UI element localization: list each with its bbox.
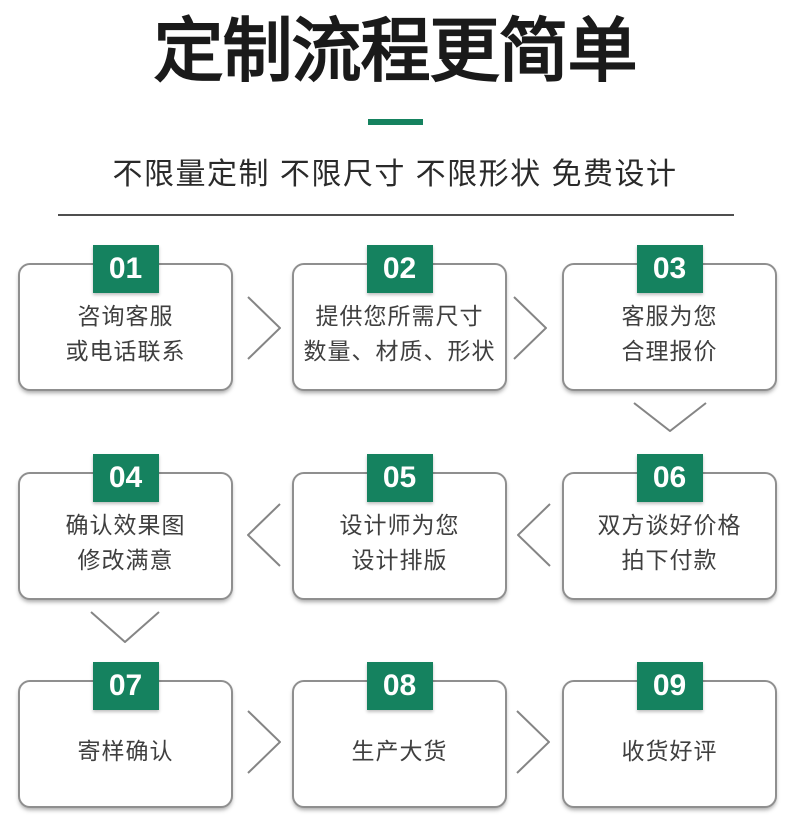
step-text: 设计师为您 bbox=[339, 512, 460, 538]
step-number-badge: 08 bbox=[366, 662, 433, 710]
arrow-left-icon bbox=[247, 503, 281, 567]
step-text: 生产大货 bbox=[351, 737, 448, 764]
page-title: 定制流程更简单 bbox=[153, 12, 638, 90]
step-text: 双方谈好价格 bbox=[597, 512, 742, 538]
step-number-badge: 06 bbox=[636, 454, 703, 502]
step-text: 确认效果图 bbox=[65, 512, 186, 538]
step-number-badge: 04 bbox=[92, 454, 159, 502]
step-box-02: 02 提供您所需尺寸 数量、材质、形状 bbox=[292, 245, 507, 391]
arrow-right-icon bbox=[513, 296, 547, 360]
step-box-03: 03 客服为您 合理报价 bbox=[562, 245, 777, 391]
step-number-badge: 05 bbox=[366, 454, 433, 502]
step-text: 客服为您 bbox=[621, 303, 718, 329]
step-number-badge: 07 bbox=[92, 662, 159, 710]
step-box-04: 04 确认效果图 修改满意 bbox=[18, 454, 233, 600]
arrow-right-icon bbox=[516, 710, 550, 774]
step-box-06: 06 双方谈好价格 拍下付款 bbox=[562, 454, 777, 600]
step-text: 设计排版 bbox=[351, 547, 448, 573]
step-text: 修改满意 bbox=[77, 547, 174, 573]
step-text: 拍下付款 bbox=[621, 547, 718, 573]
arrow-right-icon bbox=[247, 296, 281, 360]
step-box-08: 08 生产大货 bbox=[292, 662, 507, 808]
step-box-05: 05 设计师为您 设计排版 bbox=[292, 454, 507, 600]
title-divider bbox=[368, 119, 423, 125]
arrow-down-icon bbox=[90, 611, 160, 643]
step-text: 咨询客服 bbox=[77, 303, 174, 329]
step-box-01: 01 咨询客服 或电话联系 bbox=[18, 245, 233, 391]
subtitle: 不限量定制 不限尺寸 不限形状 免费设计 bbox=[112, 158, 678, 191]
arrow-right-icon bbox=[247, 710, 281, 774]
step-text: 寄样确认 bbox=[77, 737, 174, 764]
step-text: 或电话联系 bbox=[65, 338, 186, 364]
step-number-badge: 02 bbox=[366, 245, 433, 293]
step-number-badge: 03 bbox=[636, 245, 703, 293]
step-text: 收货好评 bbox=[621, 737, 718, 764]
step-box-07: 07 寄样确认 bbox=[18, 662, 233, 808]
step-text: 合理报价 bbox=[621, 338, 718, 364]
step-number-badge: 01 bbox=[92, 245, 159, 293]
arrow-down-icon bbox=[633, 402, 707, 432]
step-box-09: 09 收货好评 bbox=[562, 662, 777, 808]
arrow-left-icon bbox=[517, 503, 551, 567]
horizontal-rule bbox=[58, 214, 734, 216]
step-text: 提供您所需尺寸 bbox=[315, 303, 484, 329]
step-number-badge: 09 bbox=[636, 662, 703, 710]
step-text: 数量、材质、形状 bbox=[303, 338, 496, 364]
